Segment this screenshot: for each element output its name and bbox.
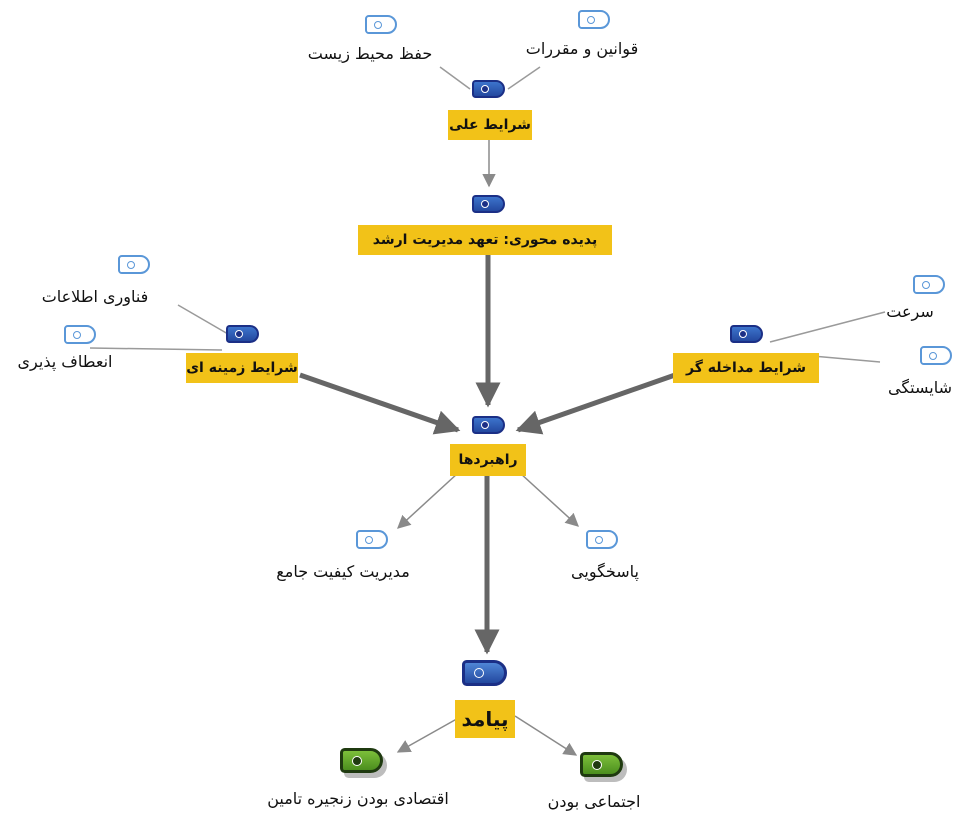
speed-label: سرعت [886,302,934,321]
flexibility-label: انعطاف پذیری [17,352,113,371]
environment-code-icon[interactable] [365,15,397,34]
causal-category-icon[interactable] [472,80,505,98]
intervening-conditions-label: شرایط مداخله گر [673,353,819,383]
economic-label: اقتصادی بودن زنجیره تامین [267,789,449,808]
flexibility-code-icon[interactable] [64,325,96,344]
social-code-icon[interactable] [580,752,623,777]
arrow-outcome-to-economic [396,715,463,753]
strategies-category-icon[interactable] [472,416,505,434]
core-phenomenon-label: پدیده محوری: تعهد مدیریت ارشد [358,225,612,255]
responsiveness-code-icon[interactable] [586,530,618,549]
responsiveness-label: پاسخگویی [571,562,639,581]
connector-flexibility-context [89,347,223,351]
context-category-icon[interactable] [226,325,259,343]
connector-laws-causal [507,66,541,90]
causal-conditions-label: شرایط علی [448,110,532,140]
connector-speed-intervening [769,311,886,343]
connector-it-context [177,304,229,335]
tqm-code-icon[interactable] [356,530,388,549]
connector-environment-causal [439,66,471,90]
it-code-icon[interactable] [118,255,150,274]
it-label: فناوری اطلاعات [41,287,149,306]
laws-code-icon[interactable] [578,10,610,29]
arrow-context-to-strategies [299,372,461,435]
intervening-category-icon[interactable] [730,325,763,343]
outcome-label: پیامد [455,700,515,738]
outcome-category-icon[interactable] [462,660,507,686]
environment-label: حفظ محیط زیست [307,44,433,63]
competence-code-icon[interactable] [920,346,952,365]
laws-label: قوانین و مقررات [525,39,639,58]
arrow-strategies-to-tqm [397,472,459,529]
social-label: اجتماعی بودن [547,792,641,811]
contextual-conditions-label: شرایط زمینه ای [186,353,298,383]
economic-code-icon[interactable] [340,748,383,773]
arrow-strategies-to-responsiveness [519,472,579,527]
competence-label: شایستگی [887,378,953,397]
core-category-icon[interactable] [472,195,505,213]
arrow-intervening-to-strategies [515,372,676,435]
speed-code-icon[interactable] [913,275,945,294]
arrow-outcome-to-social [514,715,578,756]
tqm-label: مدیریت کیفیت جامع [276,562,410,581]
strategies-label: راهبردها [450,444,526,476]
